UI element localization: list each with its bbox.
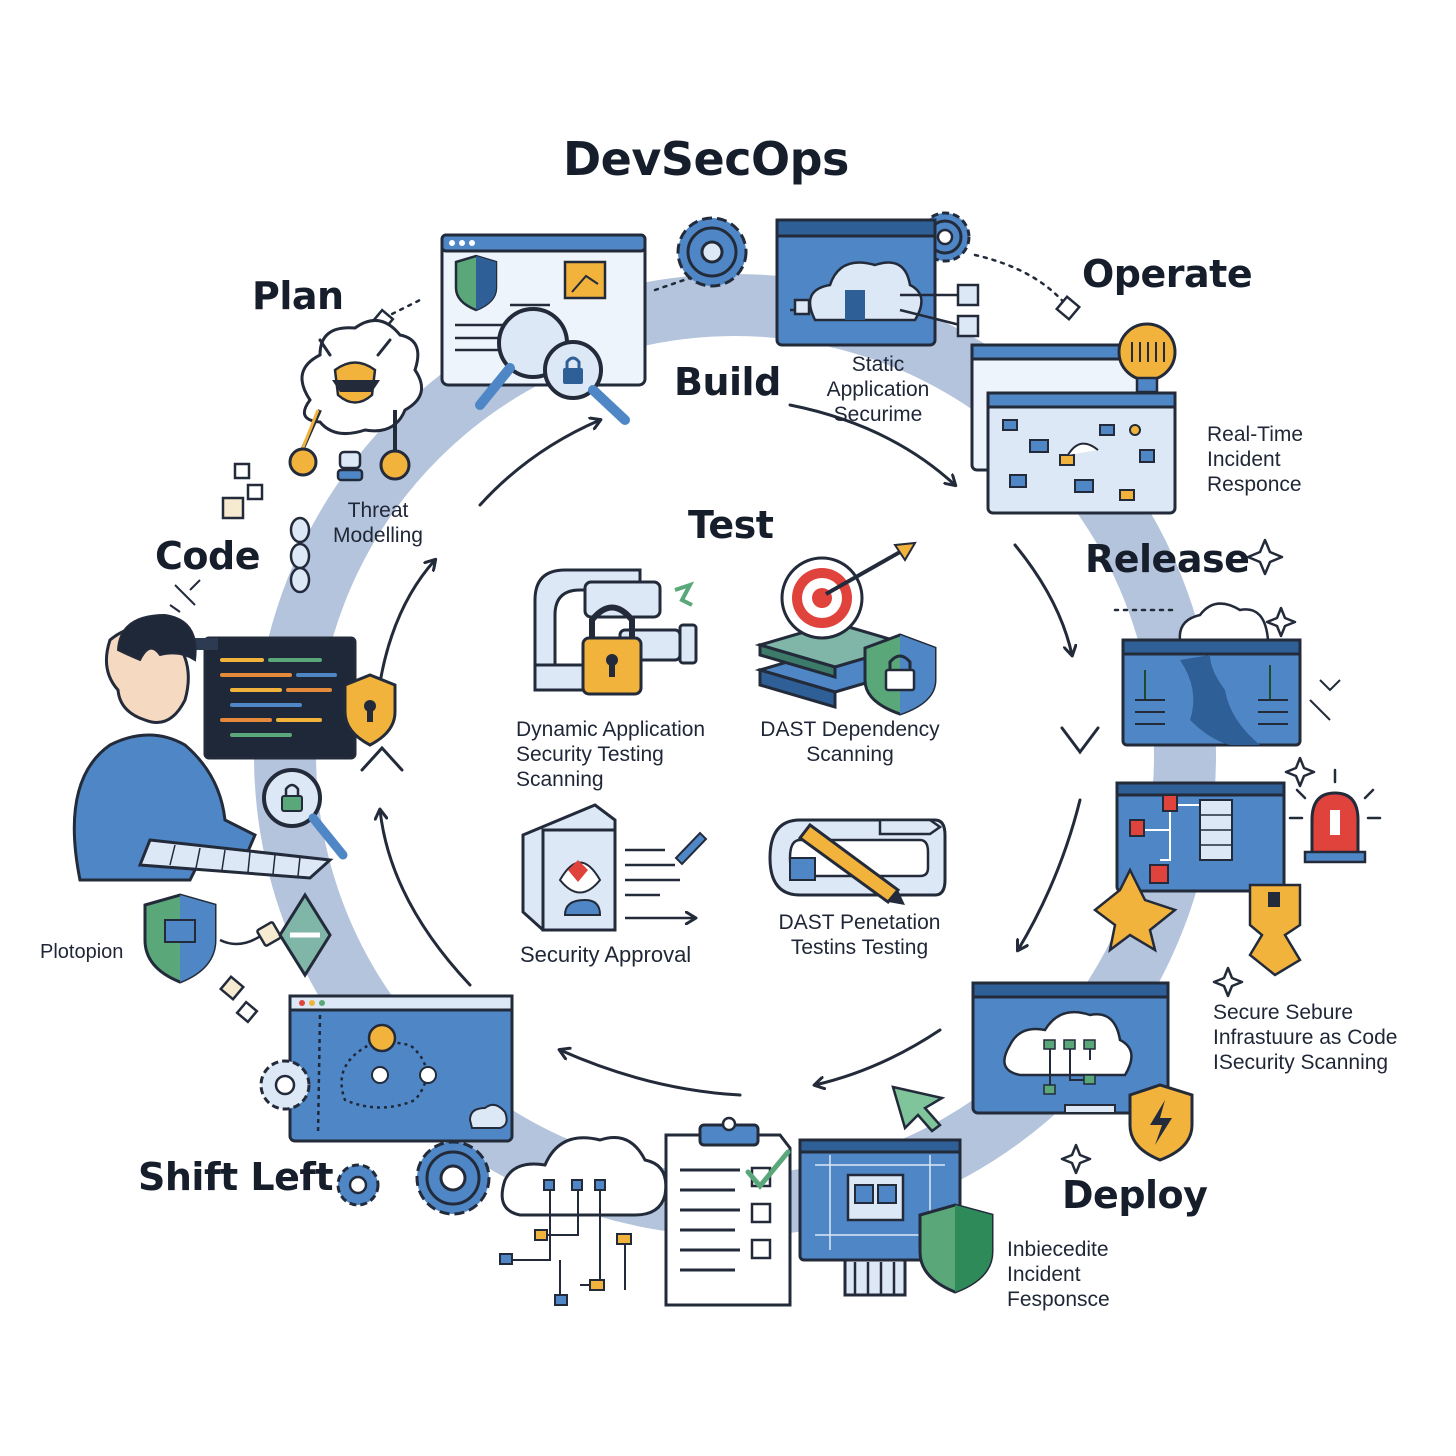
operate-dashboard-illustration: [970, 322, 1177, 515]
cycle-arrows: [360, 403, 1100, 1097]
stage-label-test: Test: [688, 503, 774, 547]
checklist-clipboard-illustration: [664, 1116, 792, 1307]
gear-icon: [415, 1140, 491, 1216]
stage-label-plan: Plan: [252, 274, 344, 318]
release-window-illustration: [1121, 602, 1302, 747]
caption-protopion: Plotopion: [40, 941, 124, 963]
stage-label-shift-left: Shift Left: [138, 1155, 334, 1199]
penetration-testing-illustration: [768, 818, 947, 905]
stage-label-code: Code: [155, 534, 260, 578]
stage-label-build: Build: [674, 360, 781, 404]
chain-link-icon: [289, 516, 311, 594]
stage-label-release: Release: [1085, 537, 1250, 581]
infrastructure-monitor-illustration: [798, 1138, 994, 1297]
cloud-network-illustration: [499, 1136, 668, 1306]
developer-coding-illustration: [72, 613, 397, 882]
deploy-cloud-window-illustration: [971, 981, 1194, 1162]
build-cloud-illustration: [775, 218, 980, 347]
dynamic-scan-lock-illustration: [533, 568, 698, 696]
cursor-icon: [891, 1085, 946, 1133]
gear-icon: [259, 1059, 311, 1111]
plan-window-illustration: [440, 233, 647, 425]
stage-label-deploy: Deploy: [1062, 1173, 1208, 1217]
shift-left-window-illustration: [288, 994, 514, 1143]
stage-label-operate: Operate: [1082, 252, 1253, 296]
diagram-title: DevSecOps: [563, 132, 849, 186]
threat-model-character-illustration: [288, 319, 424, 482]
sparkle-icon: [1060, 538, 1316, 1175]
security-approval-document-illustration: [521, 803, 708, 932]
gear-icon: [676, 216, 748, 288]
protection-shield-illustration: [143, 892, 332, 1024]
gear-icon: [336, 1163, 380, 1207]
release-pipeline-window-illustration: [1092, 768, 1382, 977]
dependency-target-illustration: [754, 541, 937, 716]
caption-security-approval: Security Approval: [520, 942, 692, 967]
